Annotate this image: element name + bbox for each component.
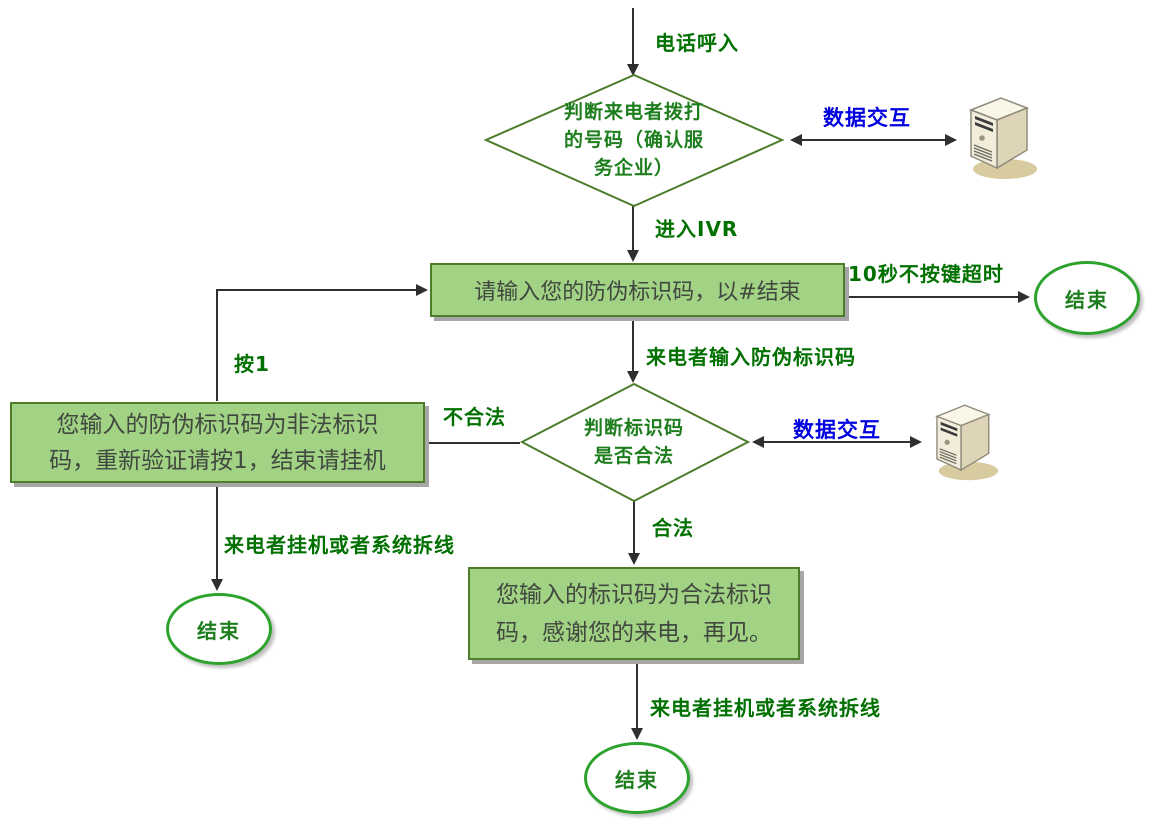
label-enter-ivr: 进入IVR [655,217,739,241]
end-label: 结束 [1065,287,1109,312]
end-terminator-left: 结束 [166,593,272,665]
decision-code-valid-shape [519,382,751,503]
label-hangup-bottom: 来电者挂机或者系统拆线 [650,696,881,720]
label-timeout: 10秒不按键超时 [848,262,1004,286]
process-prompt-box: 请输入您的防伪标识码，以#结束 [430,263,845,317]
connector-press1-loop [216,289,416,401]
label-data-exchange-mid: 数据交互 [793,418,881,442]
label-hangup-left: 来电者挂机或者系统拆线 [224,533,455,557]
label-valid: 合法 [652,516,694,540]
server-tower-icon [935,404,999,481]
label-invalid: 不合法 [443,405,506,429]
end-terminator-bottom: 结束 [584,742,690,814]
arrowheads [211,64,1030,740]
decision-code-valid-text: 判断标识码 是否合法 [583,417,684,467]
end-label: 结束 [615,767,659,792]
process-valid-box: 您输入的标识码为合法标识 码，感谢您的来电，再见。 [468,567,800,660]
label-data-exchange-top: 数据交互 [823,106,911,130]
end-terminator-timeout: 结束 [1034,261,1140,335]
end-label: 结束 [197,618,241,643]
label-press-1: 按1 [234,352,270,376]
label-call-in: 电话呼入 [655,31,739,55]
decision-dialed-number-shape [483,73,785,208]
process-invalid-box: 您输入的防伪标识码为非法标识 码，重新验证请按1，结束请挂机 [10,402,425,483]
label-caller-input: 来电者输入防伪标识码 [646,345,856,369]
decision-dialed-number-text: 判断来电者拨打 的号码（确认服 务企业） [563,101,704,179]
server-tower-icon [968,97,1037,179]
